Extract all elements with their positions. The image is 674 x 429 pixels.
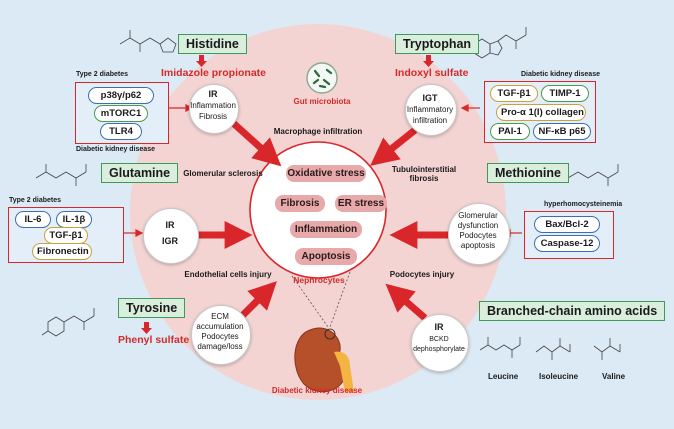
effect-ir: IR — [208, 89, 218, 99]
disease-label: Diabetic kidney disease — [271, 386, 363, 395]
bcaa-effect-circle — [411, 314, 469, 372]
histidine-marker: mTORC1 — [94, 105, 148, 122]
podocytes-injury-label: Podocytes injury — [389, 270, 455, 279]
kidney-icon — [294, 327, 354, 393]
effect-ecm: ECM — [211, 312, 229, 321]
leucine-label: Leucine — [488, 372, 519, 381]
effect-damage-loss: damage/loss — [197, 342, 243, 351]
glutamine-marker: TGF-β1 — [44, 227, 88, 244]
methionine-effects: Glomerular dysfunction Podocytes apoptos… — [444, 211, 512, 251]
tyrosine-effects: ECM accumulation Podocytes damage/loss — [186, 312, 254, 352]
methionine-effect-circle — [448, 203, 510, 265]
effect-infiltration: infiltration — [412, 115, 448, 125]
tryptophan-marker: Pro-α 1(I) collagen — [496, 104, 586, 121]
histidine-metabolite: Imidazole propionate — [161, 67, 267, 79]
glutamine-marker: IL-1β — [56, 211, 92, 228]
tyrosine-metabolite: Phenyl sulfate — [118, 334, 190, 346]
core-inflammation: Inflammation — [290, 221, 362, 238]
glutamine-disease: Type 2 diabetes — [9, 197, 62, 204]
glutamine-marker: Fibronectin — [32, 243, 92, 260]
gut-microbiota-label: Gut microbiota — [293, 97, 351, 106]
arrow-tyrosine — [237, 281, 277, 321]
core-er-stress: ER stress — [335, 195, 387, 212]
effect-apoptosis: apoptosis — [460, 241, 496, 250]
effect-ir: IR — [165, 220, 175, 230]
effect-glomerular: Glomerular — [458, 211, 498, 220]
glutamine-effect-circle — [143, 208, 199, 264]
tyrosine-title: Tyrosine — [118, 298, 186, 318]
effect-fibrosis: Fibrosis — [198, 111, 227, 121]
effect-podocytes: Podocytes — [201, 332, 239, 341]
core-fibrosis: Fibrosis — [275, 195, 325, 212]
methionine-disease: hyperhomocysteinemia — [544, 201, 623, 208]
histidine-disease-bottom: Diabetic kidney disease — [76, 146, 155, 153]
tryptophan-effects: IGT Inflammatory infiltration — [398, 92, 462, 126]
glomerular-sclerosis-label: Glomerular sclerosis — [183, 169, 263, 178]
bcaa-title: Branched-chain amino acids — [479, 301, 666, 321]
histidine-marker: p38γ/p62 — [88, 87, 154, 104]
methionine-marker: Bax/Bcl-2 — [534, 216, 600, 233]
tryptophan-marker: TIMP-1 — [541, 85, 589, 102]
glutamine-effects: IR IGR — [140, 217, 200, 250]
effect-dephosphorylate: dephosphorylate — [413, 346, 465, 354]
core-oxidative-stress: Oxidative stress — [286, 165, 366, 182]
histidine-marker: TLR4 — [100, 123, 142, 140]
tryptophan-disease: Diabetic kidney disease — [521, 71, 600, 78]
methionine-title: Methionine — [487, 163, 569, 183]
tryptophan-title: Tryptophan — [395, 34, 480, 54]
arrow-tryptophan — [370, 127, 418, 166]
effect-inflammation: Inflammation — [190, 100, 236, 110]
tryptophan-marker: TGF-β1 — [490, 85, 538, 102]
macrophage-label: Macrophage infiltration — [273, 127, 363, 136]
valine-label: Valine — [602, 372, 626, 381]
tryptophan-marker: NF-κB p65 — [533, 123, 591, 140]
tubulointerstitial-label: Tubulointerstitial fibrosis — [391, 165, 457, 184]
core-apoptosis: Apoptosis — [295, 248, 357, 265]
glutamine-title: Glutamine — [101, 163, 179, 183]
tryptophan-marker: PAI-1 — [490, 123, 530, 140]
tryptophan-metabolite: Indoxyl sulfate — [395, 67, 469, 79]
effect-bckd: BCKD — [429, 335, 449, 343]
bcaa-effects: IR BCKD dephosphorylate — [406, 322, 472, 354]
gut-microbiota-icon — [306, 62, 338, 94]
isoleucine-label: Isoleucine — [539, 372, 579, 381]
endothelial-label: Endothelial cells injury — [184, 270, 272, 279]
effect-igr: IGR — [161, 236, 178, 247]
tryptophan-effect-circle — [405, 84, 457, 136]
effect-dysfunction: dysfunction — [457, 221, 499, 230]
histidine-disease-top: Type 2 diabetes — [76, 71, 129, 78]
nephrocytes-label: Nephrocytes — [293, 275, 345, 285]
arrow-histidine — [229, 119, 282, 167]
histidine-title: Histidine — [178, 34, 247, 54]
effect-podocytes: Podocytes — [459, 231, 497, 240]
effect-ir: IR — [434, 322, 444, 332]
effect-accumulation: accumulation — [196, 322, 244, 331]
histidine-effect-circle — [189, 84, 239, 134]
tyrosine-effect-circle — [191, 305, 251, 365]
effect-igt: IGT — [422, 93, 438, 103]
glutamine-marker: IL-6 — [15, 211, 51, 228]
histidine-effects: IR Inflammation Fibrosis — [181, 88, 245, 122]
effect-inflammatory: Inflammatory — [406, 104, 454, 114]
methionine-marker: Caspase-12 — [534, 235, 600, 252]
arrow-bcaa — [385, 283, 428, 321]
